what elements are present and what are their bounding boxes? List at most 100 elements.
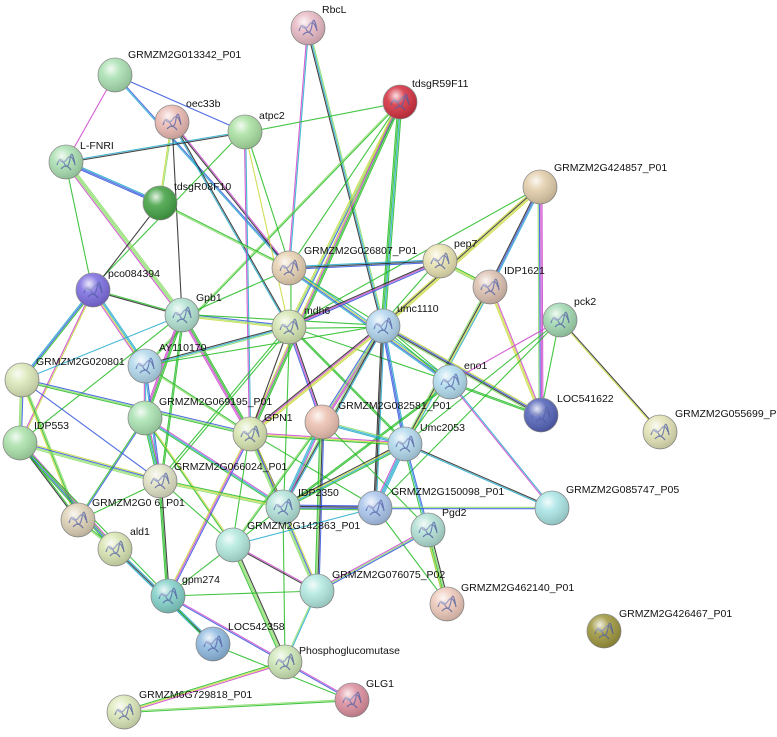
interaction-edge[interactable] bbox=[373, 507, 448, 605]
interaction-edge[interactable] bbox=[144, 324, 383, 366]
interaction-edge[interactable] bbox=[537, 186, 544, 416]
protein-node[interactable]: GRMZM2G142863_P01 bbox=[215, 520, 360, 563]
interaction-edge[interactable] bbox=[123, 660, 286, 714]
interaction-edge[interactable] bbox=[541, 413, 661, 434]
interaction-edge[interactable] bbox=[282, 380, 452, 510]
interaction-edge[interactable] bbox=[92, 202, 161, 291]
protein-node[interactable]: GRMZM2G424857_P01 bbox=[522, 162, 667, 205]
protein-node[interactable]: RbcL bbox=[290, 4, 347, 46]
protein-node[interactable]: tdsgR08F10 bbox=[142, 181, 231, 221]
interaction-edge[interactable] bbox=[381, 325, 407, 445]
interaction-edge[interactable] bbox=[288, 101, 401, 269]
interaction-edge[interactable] bbox=[115, 544, 233, 549]
interaction-edge[interactable] bbox=[244, 131, 290, 328]
protein-node[interactable]: GRMZM2G150098_P01 bbox=[357, 486, 504, 526]
protein-node[interactable]: GRMZM2G426467_P01 bbox=[586, 608, 732, 649]
protein-node[interactable]: LOC542358 bbox=[195, 621, 285, 662]
interaction-edge[interactable] bbox=[76, 417, 147, 521]
interaction-edge[interactable] bbox=[19, 313, 183, 444]
interaction-edge[interactable] bbox=[115, 549, 124, 712]
protein-node[interactable]: GPN1 bbox=[232, 412, 293, 452]
protein-node[interactable]: IDP1621 bbox=[472, 265, 545, 305]
interaction-edge[interactable] bbox=[64, 160, 184, 317]
protein-node[interactable]: tdsgR59F11 bbox=[382, 78, 469, 120]
interaction-edge[interactable] bbox=[289, 325, 451, 382]
interaction-edge[interactable] bbox=[179, 313, 253, 436]
interaction-edge[interactable] bbox=[288, 259, 441, 329]
interaction-edge[interactable] bbox=[158, 325, 291, 483]
interaction-edge[interactable] bbox=[552, 432, 660, 508]
interaction-edge[interactable] bbox=[375, 506, 552, 510]
protein-node[interactable]: GRMZM6G729818_P01 bbox=[106, 689, 252, 730]
protein-node[interactable]: Umc2053 bbox=[387, 422, 465, 462]
interaction-edge[interactable] bbox=[232, 507, 376, 546]
interaction-edge[interactable] bbox=[381, 185, 542, 328]
protein-node[interactable]: IDP2350 bbox=[265, 487, 339, 525]
protein-node[interactable]: pco084394 bbox=[75, 268, 160, 308]
protein-node[interactable]: pck2 bbox=[542, 296, 596, 338]
interaction-edge[interactable] bbox=[232, 421, 323, 546]
interaction-edge[interactable] bbox=[171, 121, 183, 316]
interaction-edge[interactable] bbox=[181, 132, 245, 315]
interaction-edge[interactable] bbox=[449, 381, 553, 509]
interaction-edge[interactable] bbox=[114, 75, 160, 203]
interaction-edge[interactable] bbox=[20, 288, 95, 382]
interaction-edge[interactable] bbox=[114, 366, 145, 549]
interaction-edge[interactable] bbox=[231, 433, 250, 545]
protein-node[interactable]: GRMZM2G076075_P02 bbox=[299, 569, 445, 609]
interaction-edge[interactable] bbox=[288, 259, 441, 270]
protein-node[interactable]: eno1 bbox=[432, 360, 488, 400]
protein-node[interactable]: gpm274 bbox=[150, 574, 220, 614]
interaction-edge[interactable] bbox=[374, 319, 561, 509]
interaction-edge[interactable] bbox=[488, 186, 542, 288]
protein-node[interactable]: atpc2 bbox=[227, 110, 285, 150]
protein-node[interactable]: LOC541622 bbox=[523, 393, 614, 433]
interaction-edge[interactable] bbox=[287, 27, 310, 269]
protein-node[interactable]: oec33b bbox=[154, 98, 221, 140]
interaction-edge[interactable] bbox=[181, 267, 290, 317]
interaction-edge[interactable] bbox=[308, 28, 400, 102]
interaction-edge[interactable] bbox=[167, 590, 318, 598]
protein-node[interactable]: GRMZM2G082581_P01 bbox=[304, 400, 451, 440]
interaction-edge[interactable] bbox=[245, 101, 401, 134]
interaction-edge[interactable] bbox=[281, 441, 407, 510]
interaction-edge[interactable] bbox=[158, 480, 170, 597]
interaction-edge[interactable] bbox=[249, 326, 290, 435]
interaction-edge[interactable] bbox=[373, 325, 385, 509]
protein-node[interactable]: IDP553 bbox=[2, 420, 69, 461]
interaction-edge[interactable] bbox=[308, 28, 440, 261]
protein-node[interactable]: Phosphoglucomutase bbox=[267, 644, 400, 680]
interaction-edge[interactable] bbox=[248, 324, 385, 436]
protein-node[interactable]: mdh6 bbox=[271, 305, 330, 345]
protein-node[interactable]: GRMZM2G055699_P01 bbox=[642, 408, 777, 450]
interaction-edge[interactable] bbox=[282, 506, 287, 663]
protein-node[interactable]: GRMZM2G013342_P01 bbox=[97, 49, 241, 93]
protein-node[interactable]: umc1110 bbox=[365, 303, 439, 344]
interaction-edge[interactable] bbox=[19, 440, 161, 484]
interaction-edge[interactable] bbox=[321, 420, 430, 531]
interaction-edge[interactable] bbox=[380, 101, 403, 327]
protein-node[interactable]: Pgd2 bbox=[410, 507, 467, 548]
interaction-edge[interactable] bbox=[306, 27, 385, 327]
interaction-edge[interactable] bbox=[158, 315, 185, 482]
interaction-edge[interactable] bbox=[144, 417, 234, 546]
protein-node[interactable]: GRMZM2G462140_P01 bbox=[429, 582, 574, 622]
interaction-edge[interactable] bbox=[230, 543, 288, 664]
interaction-edge[interactable] bbox=[244, 131, 291, 269]
interaction-edge[interactable] bbox=[559, 319, 661, 433]
interaction-edge[interactable] bbox=[21, 379, 161, 482]
protein-node[interactable]: pep7 bbox=[422, 238, 478, 279]
protein-node[interactable]: GRMZM2G0 6_P01 bbox=[60, 497, 185, 538]
protein-node[interactable]: L-FNRI bbox=[48, 140, 114, 180]
protein-node[interactable]: ald1 bbox=[97, 526, 150, 567]
interaction-edge[interactable] bbox=[243, 131, 252, 435]
interaction-edge[interactable] bbox=[114, 74, 246, 133]
interaction-edge[interactable] bbox=[143, 131, 247, 367]
interaction-edge[interactable] bbox=[159, 479, 284, 509]
interaction-edge[interactable] bbox=[166, 433, 252, 597]
interaction-edge[interactable] bbox=[316, 528, 429, 593]
interaction-edge[interactable] bbox=[404, 442, 553, 510]
interaction-edge[interactable] bbox=[249, 432, 376, 509]
protein-node[interactable]: GLG1 bbox=[334, 678, 394, 718]
protein-node[interactable]: Gpb1 bbox=[164, 292, 222, 333]
